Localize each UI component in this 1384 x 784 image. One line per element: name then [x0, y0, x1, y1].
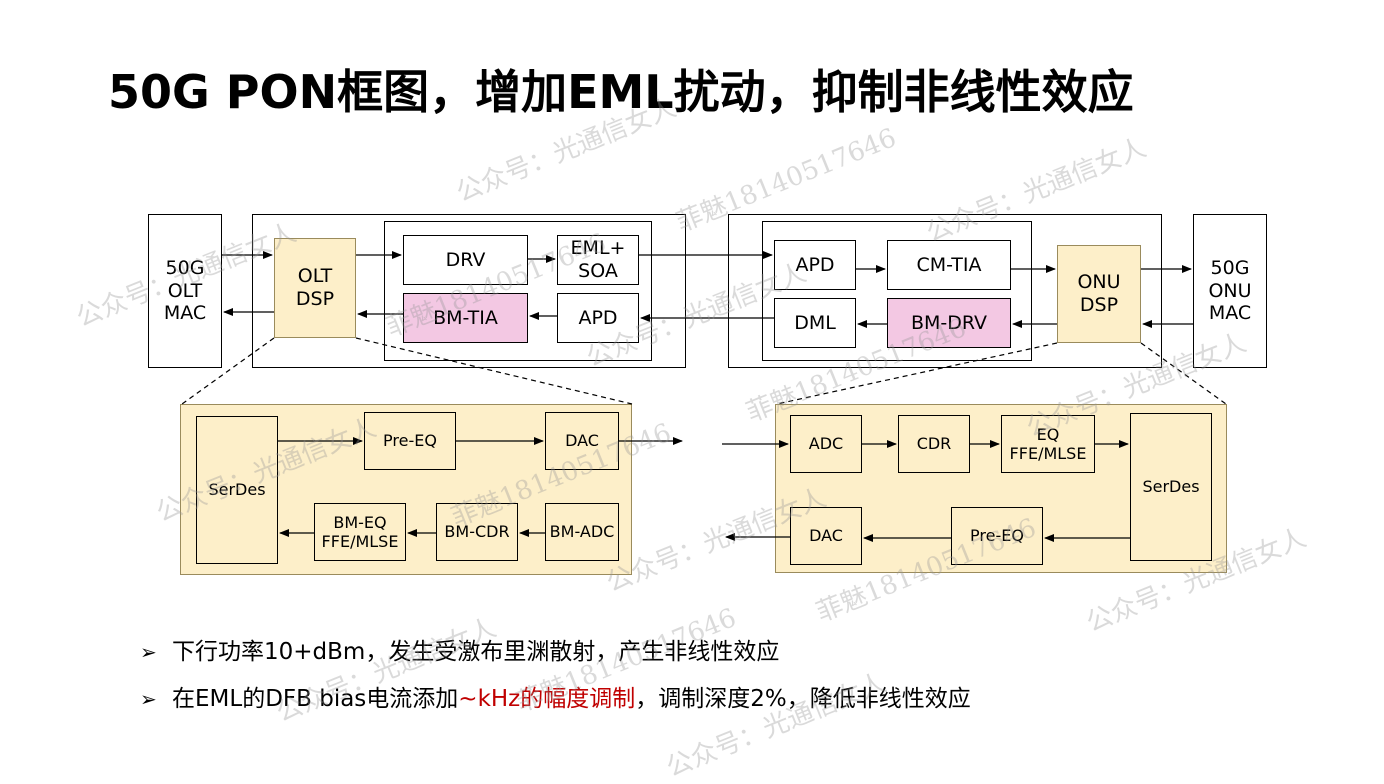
- apd-left-box: APD: [557, 293, 639, 343]
- onu-dac-box: DAC: [790, 507, 862, 565]
- bullet-arrow-icon: ➢: [140, 687, 157, 711]
- onu-eq-box: EQ FFE/MLSE: [1001, 415, 1095, 473]
- onu-pre-eq-box: Pre-EQ: [951, 507, 1043, 565]
- eml-soa-box: EML+ SOA: [557, 235, 639, 285]
- zoom-line-onu-left: [776, 342, 1058, 405]
- bm-drv-box: BM-DRV: [887, 298, 1011, 348]
- olt-optics-frame: [384, 221, 652, 361]
- onu-optics-frame: [762, 221, 1032, 361]
- apd-right-box: APD: [774, 240, 856, 290]
- olt-dsp-box: OLT DSP: [274, 238, 356, 338]
- bullet-1-text: 下行功率10+dBm，发生受激布里渊散射，产生非线性效应: [172, 639, 780, 665]
- bm-tia-box: BM-TIA: [403, 293, 528, 343]
- zoom-line-olt-left: [181, 337, 275, 405]
- olt-serdes-box: SerDes: [196, 416, 278, 564]
- onu-adc-box: ADC: [790, 415, 862, 473]
- onu-dsp-box: ONU DSP: [1057, 245, 1141, 343]
- cm-tia-box: CM-TIA: [887, 240, 1011, 290]
- bullet-arrow-icon: ➢: [140, 640, 157, 664]
- olt-pre-eq-box: Pre-EQ: [364, 412, 456, 470]
- bullet-2: ➢ 在EML的DFB bias电流添加~kHz的幅度调制，调制深度2%，降低非线性…: [140, 679, 971, 713]
- olt-bm-adc-box: BM-ADC: [545, 503, 619, 561]
- bullet-1: ➢ 下行功率10+dBm，发生受激布里渊散射，产生非线性效应: [140, 632, 779, 666]
- bullet-2-text-post: ，调制深度2%，降低非线性效应: [635, 686, 971, 712]
- onu-serdes-box: SerDes: [1130, 413, 1212, 561]
- olt-module-frame: [252, 214, 686, 368]
- bullet-2-text-pre: 在EML的DFB bias电流添加: [172, 686, 459, 712]
- bullet-2-text-highlight: ~kHz的幅度调制: [458, 686, 636, 712]
- onu-module-frame: [728, 214, 1162, 368]
- page-title: 50G PON框图，增加EML扰动，抑制非线性效应: [108, 65, 1134, 119]
- onu-cdr-box: CDR: [898, 415, 970, 473]
- olt-dac-box: DAC: [545, 412, 619, 470]
- dml-box: DML: [774, 298, 856, 348]
- zoom-line-onu-right: [1140, 342, 1227, 405]
- drv-box: DRV: [403, 235, 528, 285]
- olt-bm-cdr-box: BM-CDR: [436, 503, 518, 561]
- olt-mac-box: 50G OLT MAC: [148, 214, 222, 368]
- olt-bm-eq-box: BM-EQ FFE/MLSE: [314, 503, 406, 561]
- zoom-line-olt-right: [355, 337, 633, 405]
- onu-mac-box: 50G ONU MAC: [1193, 214, 1267, 368]
